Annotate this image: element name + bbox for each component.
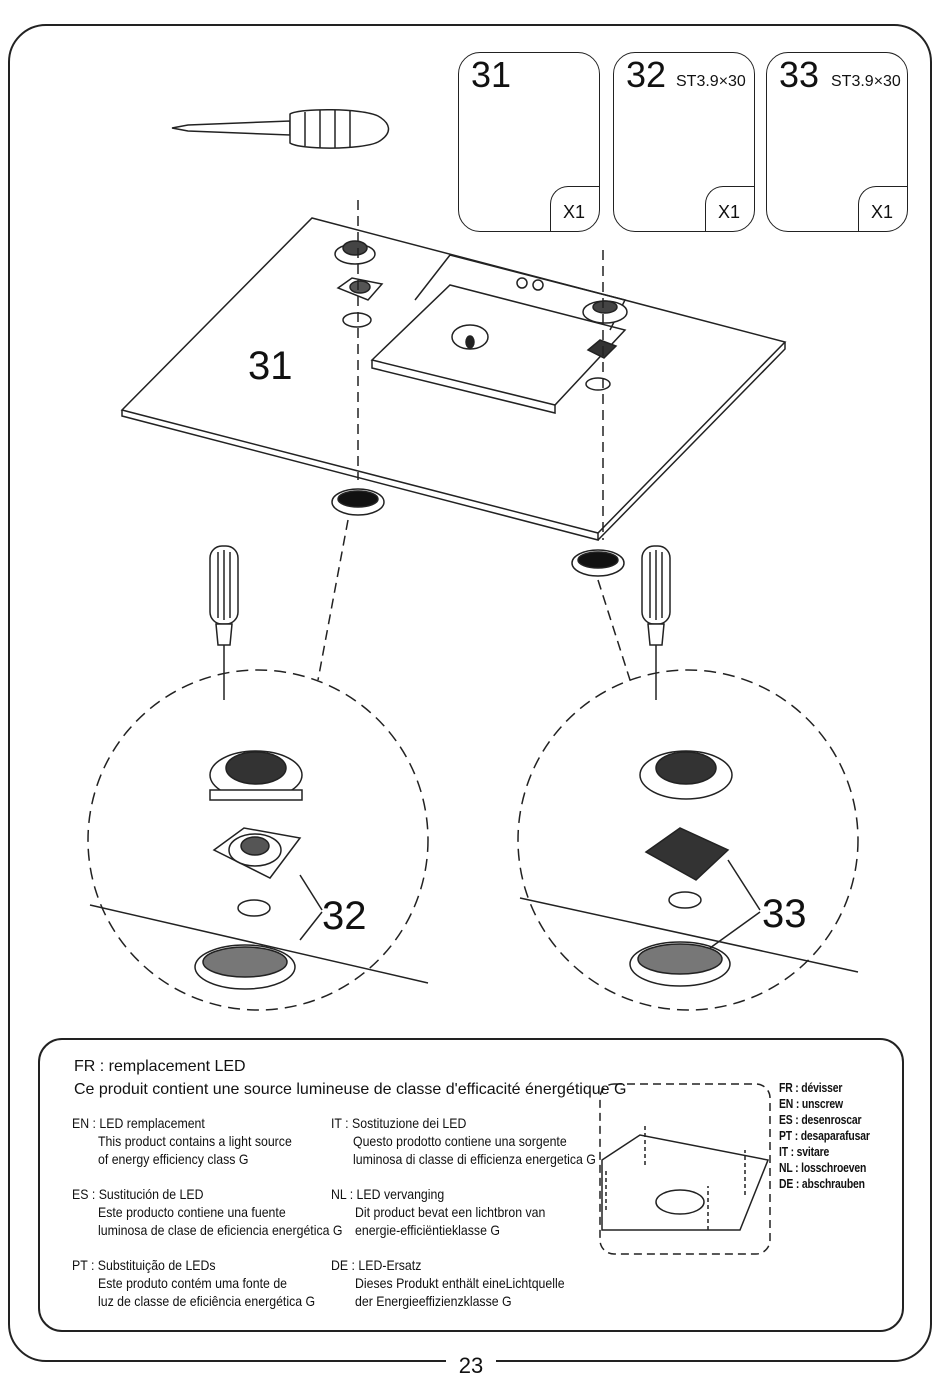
callout-32: 32 <box>322 894 367 938</box>
screwdriver-icon <box>171 109 390 149</box>
step-number: 31 <box>471 54 512 95</box>
detail-circle-right <box>517 669 859 1011</box>
step-number: 33 <box>779 54 820 95</box>
es-title: ES : Sustitución de LED <box>72 1186 204 1202</box>
callout-33: 33 <box>762 892 807 936</box>
screw-spec: ST3.9×30 <box>676 73 746 90</box>
nl-title: NL : LED vervanging <box>331 1186 445 1202</box>
pt-line2: luz de classe de eficiência energética G <box>98 1293 316 1309</box>
step-number: 32 <box>626 54 667 95</box>
de-line1: Dieses Produkt enthält eineLichtquelle <box>355 1275 565 1291</box>
es-line1: Este producto contiene una fuente <box>98 1204 286 1220</box>
speaker-left-top <box>334 240 384 328</box>
screw-spec: ST3.9×30 <box>831 73 901 90</box>
unscrew-es: ES : desenroscar <box>779 1112 862 1127</box>
it-line2: luminosa di classe di efficienza energet… <box>353 1151 596 1167</box>
unscrew-nl: NL : losschroeven <box>779 1160 867 1175</box>
es-line2: luminosa de clase de eficiencia energéti… <box>98 1222 343 1238</box>
screwdriver-icon <box>209 545 239 700</box>
pt-title: PT : Substituição de LEDs <box>72 1257 216 1273</box>
detail-circle-left <box>87 669 429 1011</box>
qty-box <box>550 186 599 231</box>
qty-box <box>705 186 754 231</box>
step-qty: X1 <box>870 202 893 222</box>
led-notice-box <box>38 1038 904 1332</box>
nl-line1: Dit product bevat een lichtbron van <box>355 1204 546 1220</box>
step-card-33: 33 ST3.9×30 X1 <box>766 52 908 232</box>
pt-line1: Este produto contém uma fonte de <box>98 1275 288 1291</box>
step-qty: X1 <box>562 202 585 222</box>
it-line1: Questo prodotto contiene una sorgente <box>353 1133 567 1149</box>
en-line2: of energy efficiency class G <box>98 1151 249 1167</box>
qty-box <box>858 186 907 231</box>
step-qty: X1 <box>717 202 740 222</box>
screwdriver-icon <box>641 545 671 700</box>
it-title: IT : Sostituzione dei LED <box>331 1115 467 1131</box>
page-number: 23 <box>446 1354 496 1378</box>
fan-right-top <box>582 300 628 391</box>
nl-line2: energie-efficiëntieklasse G <box>355 1222 500 1238</box>
unscrew-fr: FR : dévisser <box>779 1080 843 1095</box>
de-line2: der Energieeffizienzklasse G <box>355 1293 512 1309</box>
en-title: EN : LED remplacement <box>72 1115 205 1131</box>
de-title: DE : LED-Ersatz <box>331 1257 422 1273</box>
fr-text: Ce produit contient une source lumineuse… <box>74 1081 627 1098</box>
unscrew-it: IT : svitare <box>779 1144 830 1159</box>
en-line1: This product contains a light source <box>98 1133 292 1149</box>
callout-31: 31 <box>248 344 293 388</box>
step-card-31: 31 X1 <box>458 52 600 232</box>
unscrew-pt: PT : desaparafusar <box>779 1128 870 1143</box>
hood-panel <box>120 217 787 541</box>
fr-title: FR : remplacement LED <box>74 1058 246 1075</box>
unscrew-de: DE : abschrauben <box>779 1176 865 1191</box>
step-card-32: 32 ST3.9×30 X1 <box>613 52 755 232</box>
unscrew-en: EN : unscrew <box>779 1096 843 1111</box>
unscrew-illustration <box>599 1083 771 1255</box>
